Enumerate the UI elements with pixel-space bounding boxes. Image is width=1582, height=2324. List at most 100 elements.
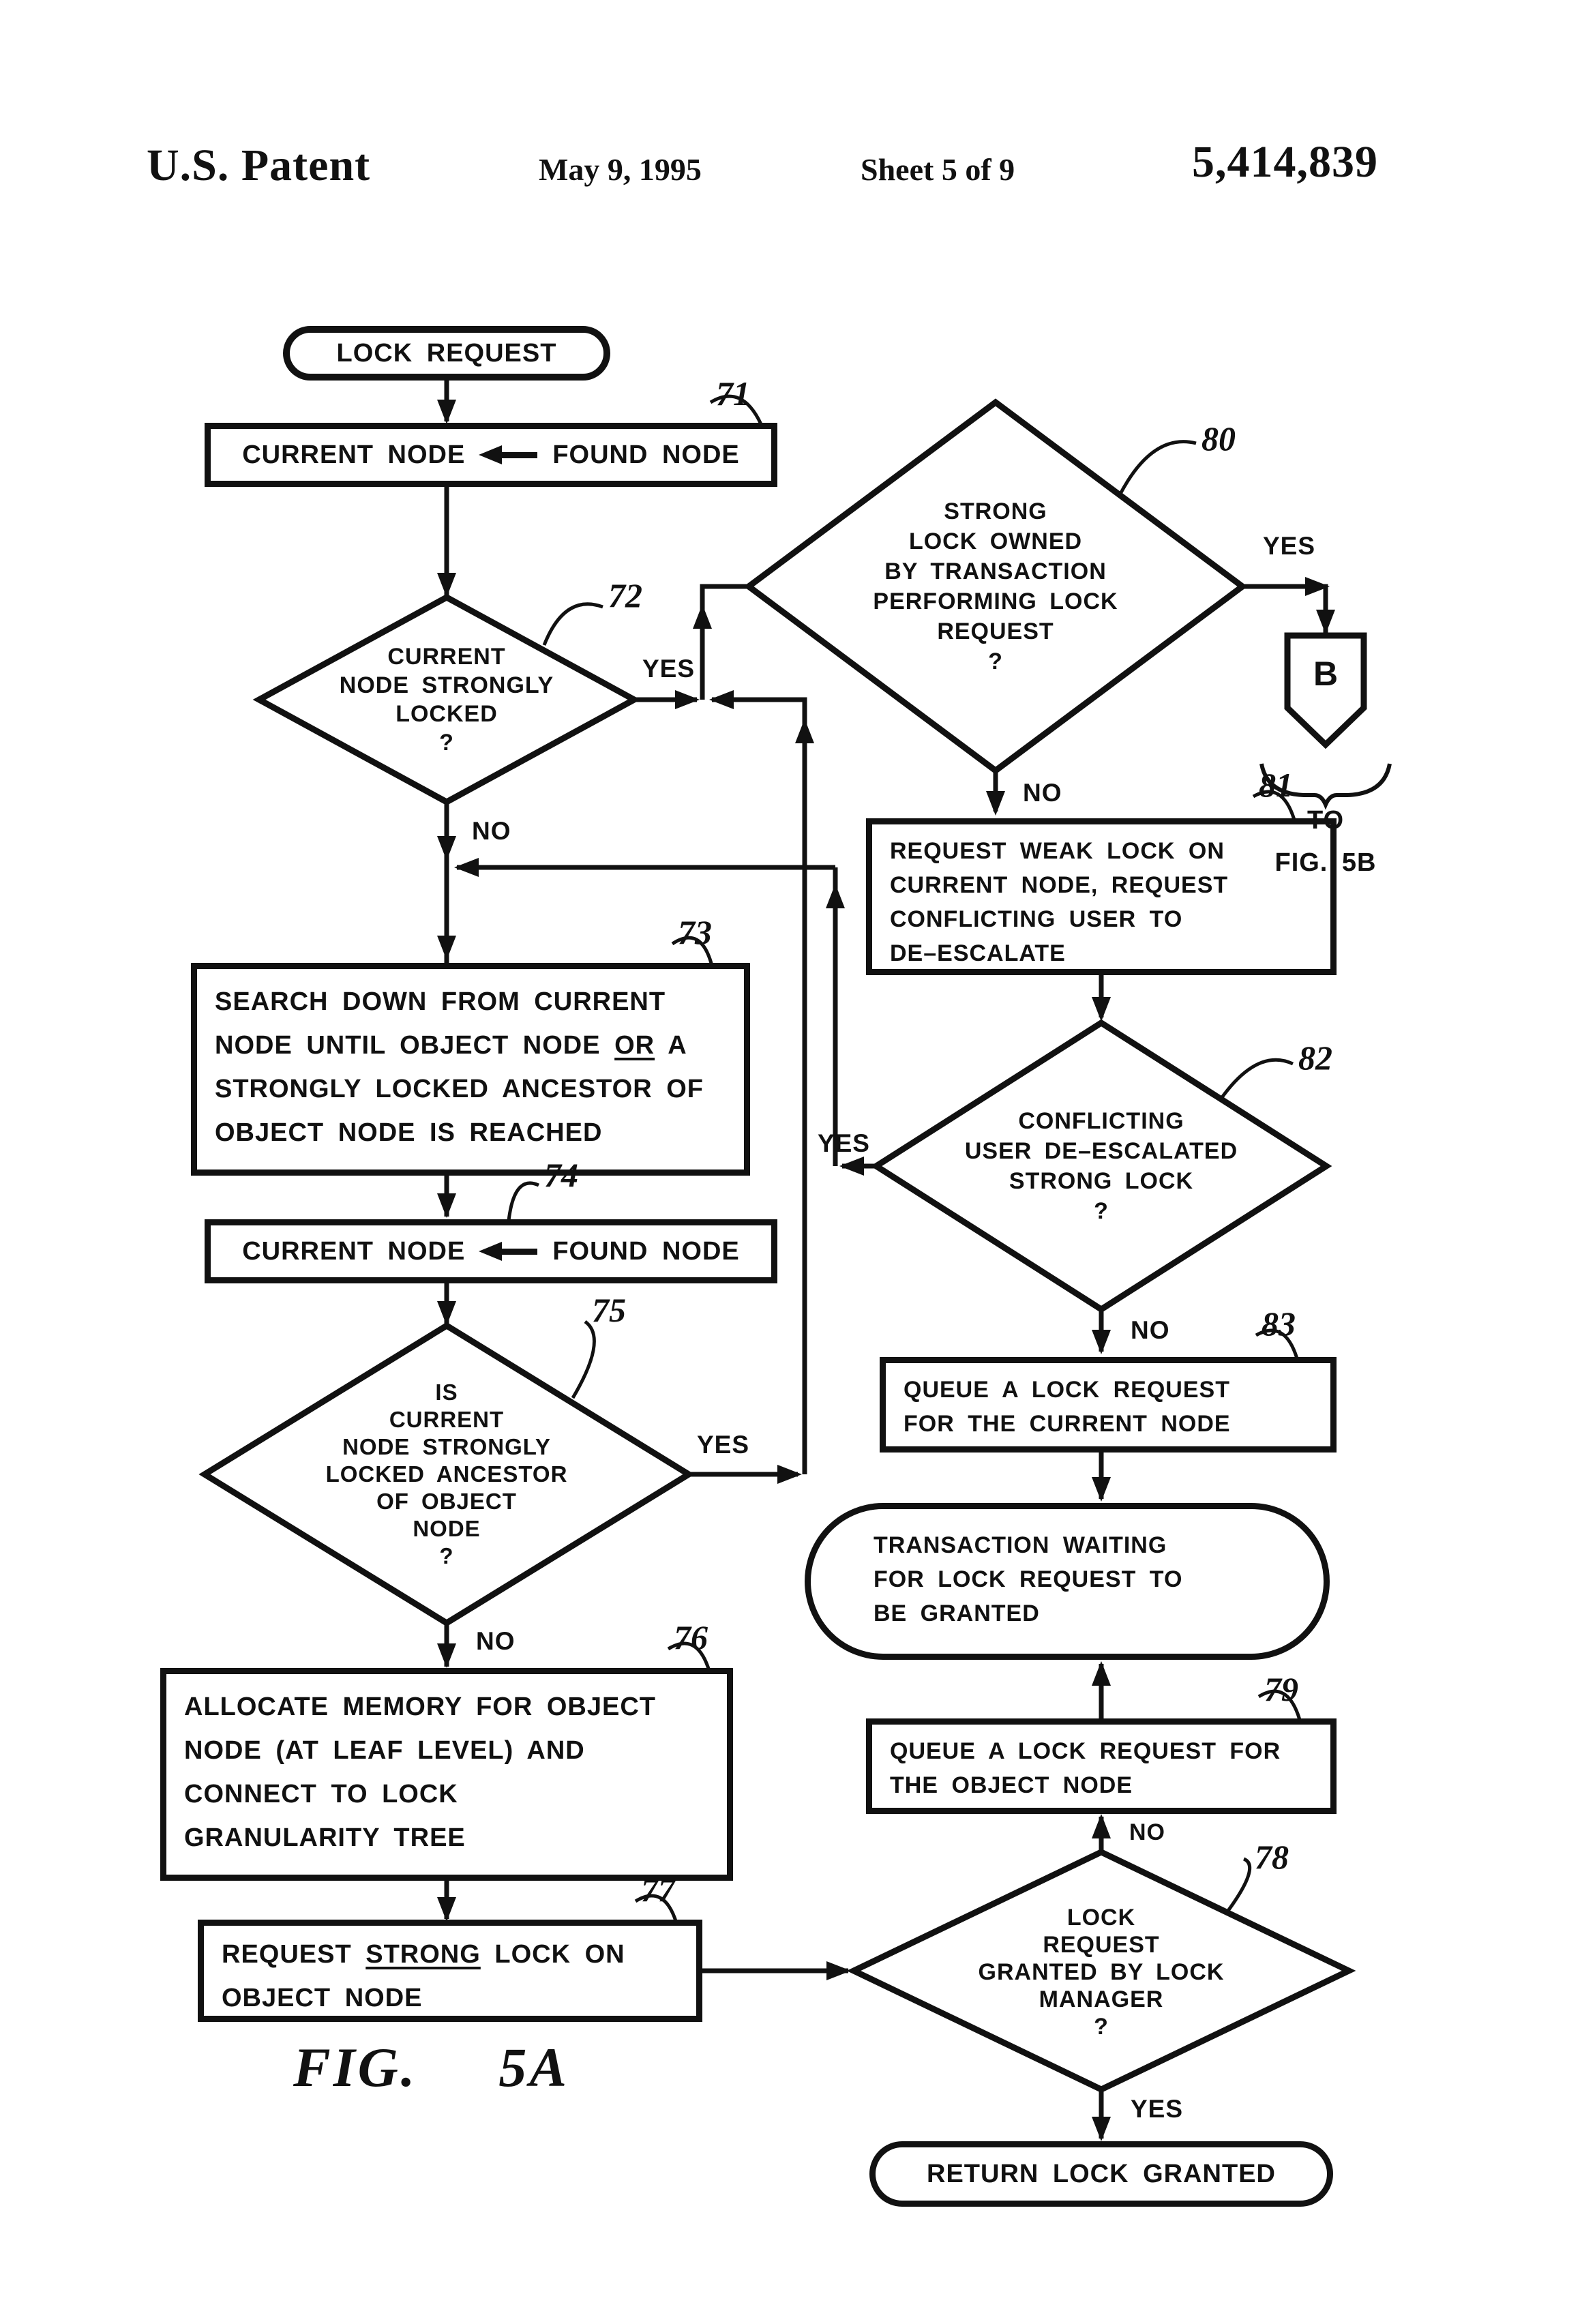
box-76-line: GRANULARITY TREE xyxy=(184,1823,466,1852)
arrowhead xyxy=(1092,1661,1111,1686)
decision-82-shape xyxy=(870,1019,1332,1313)
decision-72-shape xyxy=(252,593,641,806)
decision-82-line: ? xyxy=(1094,1198,1109,1224)
decision-78-line: GRANTED BY LOCK xyxy=(978,1959,1225,1985)
box-73-line2-underlined: OR xyxy=(614,1031,655,1060)
arrowhead xyxy=(437,1897,456,1922)
decision-80-label: STRONG LOCK OWNED BY TRANSACTION PERFORM… xyxy=(839,496,1152,676)
arrowhead xyxy=(709,690,734,709)
arrowhead xyxy=(1092,1477,1111,1502)
ref-71: 71 xyxy=(716,374,750,413)
label-72-yes: YES xyxy=(642,655,696,683)
decision-82-line: CONFLICTING xyxy=(1018,1108,1184,1134)
decision-78-line: ? xyxy=(1094,2014,1109,2040)
label-80-yes: YES xyxy=(1263,532,1316,560)
ref-77: 77 xyxy=(641,1871,675,1909)
arrowhead xyxy=(437,1301,456,1326)
wait-line: TRANSACTION WAITING xyxy=(874,1532,1167,1558)
connector-lineA-to-80 xyxy=(700,584,749,700)
patent-header-number: 5,414,839 xyxy=(1192,137,1378,187)
box-76-line: NODE (AT LEAF LEVEL) AND xyxy=(184,1736,585,1765)
arrowhead xyxy=(437,836,456,861)
decision-80-line: REQUEST xyxy=(937,619,1054,644)
leader-78 xyxy=(1224,1857,1252,1915)
arrowhead xyxy=(437,1643,456,1668)
process-box-71: CURRENT NODE FOUND NODE xyxy=(205,423,777,487)
decision-78-shape xyxy=(846,1849,1356,2093)
process-box-76: ALLOCATE MEMORY FOR OBJECT NODE (AT LEAF… xyxy=(160,1668,733,1881)
label-75-yes: YES xyxy=(697,1431,750,1459)
leader-76 xyxy=(667,1641,711,1671)
leader-72 xyxy=(542,602,603,646)
box-73-line: SEARCH DOWN FROM CURRENT xyxy=(215,987,666,1016)
label-82-yes: YES xyxy=(817,1129,870,1157)
decision-78-label: LOCK REQUEST GRANTED BY LOCK MANAGER ? xyxy=(944,1904,1258,2040)
offpage-fig-label: FIG. 5B xyxy=(1274,848,1377,877)
process-box-74: CURRENT NODE FOUND NODE xyxy=(205,1219,777,1283)
offpage-to-label: TO xyxy=(1307,806,1345,835)
arrowhead xyxy=(1092,1330,1111,1354)
patent-header-title: U.S. Patent xyxy=(147,140,371,190)
box-77-line1-post: LOCK ON xyxy=(480,1940,625,1969)
brace-icon xyxy=(1259,763,1392,810)
arrowhead xyxy=(1092,1814,1111,1838)
box-73-line: OBJECT NODE IS REACHED xyxy=(215,1118,603,1147)
box-81-line: CONFLICTING USER TO xyxy=(890,906,1183,932)
box-77-line1-pre: REQUEST xyxy=(222,1940,366,1969)
arrowhead xyxy=(437,936,456,960)
decision-75-line: CURRENT xyxy=(389,1407,505,1432)
arrowhead xyxy=(839,1157,864,1176)
box-77-line1-underlined: STRONG xyxy=(365,1940,481,1969)
ref-73: 73 xyxy=(678,913,712,951)
figure-caption-number: 5A xyxy=(498,2036,570,2098)
patent-header-date: May 9, 1995 xyxy=(539,152,702,187)
box-83-line: FOR THE CURRENT NODE xyxy=(904,1411,1231,1437)
label-75-no: NO xyxy=(476,1627,516,1655)
arrowhead xyxy=(826,1961,851,1980)
arrowhead xyxy=(1316,610,1335,634)
terminator-lock-request: LOCK REQUEST xyxy=(283,326,610,381)
ref-82: 82 xyxy=(1298,1039,1332,1077)
figure-caption-label: FIG. xyxy=(293,2036,418,2098)
decision-75-line: NODE STRONGLY xyxy=(342,1434,551,1459)
label-78-no: NO xyxy=(1129,1819,1165,1845)
left-arrow-icon xyxy=(479,1238,539,1264)
arrowhead xyxy=(675,690,700,709)
label-80-no: NO xyxy=(1023,779,1062,807)
box-77-line: REQUEST STRONG LOCK ON xyxy=(222,1933,678,1976)
arrowhead xyxy=(986,791,1005,816)
box-73-line: STRONGLY LOCKED ANCESTOR OF xyxy=(215,1075,704,1103)
decision-72-line: CURRENT xyxy=(387,644,506,670)
decision-80-line: BY TRANSACTION xyxy=(884,558,1107,584)
decision-78-line: REQUEST xyxy=(1043,1932,1160,1958)
arrowhead xyxy=(777,1465,802,1484)
box-73-line2-pre: NODE UNTIL OBJECT NODE xyxy=(215,1031,615,1060)
box-73-line2-post: A xyxy=(655,1031,687,1060)
arrowhead xyxy=(826,884,845,908)
ref-83: 83 xyxy=(1262,1305,1296,1343)
offpage-connector-B-label: B xyxy=(1313,655,1339,693)
process-box-81: REQUEST WEAK LOCK ON CURRENT NODE, REQUE… xyxy=(866,818,1337,975)
label-72-no: NO xyxy=(472,817,511,845)
leader-79 xyxy=(1257,1689,1302,1720)
wait-line: BE GRANTED xyxy=(874,1600,1040,1626)
box-83-line: QUEUE A LOCK REQUEST xyxy=(904,1377,1230,1403)
decision-82-line: STRONG LOCK xyxy=(1009,1168,1194,1194)
left-arrow-icon xyxy=(479,442,539,468)
decision-75-line: NODE xyxy=(413,1516,481,1541)
terminator-return-label: RETURN LOCK GRANTED xyxy=(927,2160,1276,2188)
decision-72-line: NODE STRONGLY xyxy=(339,672,554,698)
decision-75-line: IS xyxy=(435,1380,458,1405)
decision-75-line: ? xyxy=(439,1543,454,1568)
arrowhead xyxy=(1092,2117,1111,2141)
process-box-79: QUEUE A LOCK REQUEST FOR THE OBJECT NODE xyxy=(866,1718,1337,1814)
offpage-connector-B-shape xyxy=(1284,632,1367,749)
leader-71 xyxy=(709,394,763,426)
connector-lineB-75yes-up xyxy=(712,697,807,1474)
decision-75-label: IS CURRENT NODE STRONGLY LOCKED ANCESTOR… xyxy=(290,1379,603,1570)
wait-line: FOR LOCK REQUEST TO xyxy=(874,1566,1183,1592)
label-82-no: NO xyxy=(1131,1316,1170,1344)
assign-71-left: CURRENT NODE xyxy=(242,441,466,469)
ref-80: 80 xyxy=(1202,419,1236,458)
